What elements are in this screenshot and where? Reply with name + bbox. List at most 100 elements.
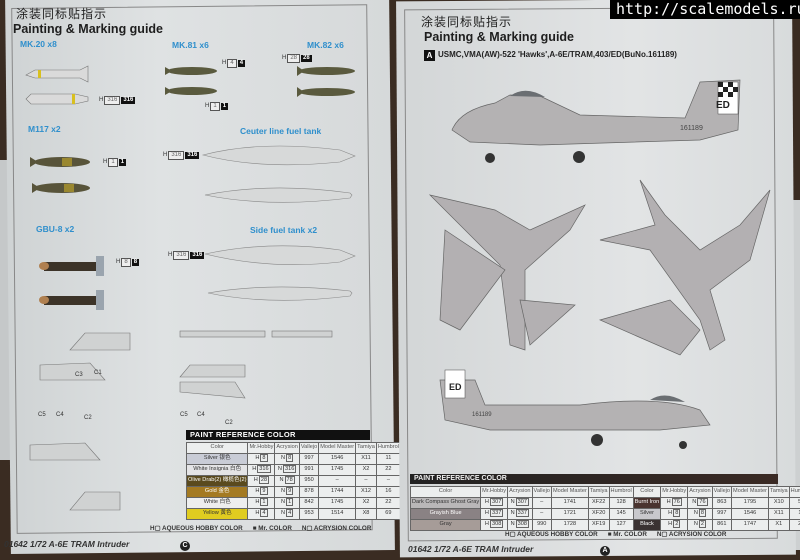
part-label: C4 [197, 412, 205, 418]
part-label: C1 [94, 370, 102, 376]
humbrol-value: 16 [375, 486, 401, 499]
col-header: Acrysion [274, 442, 300, 455]
col-header: Model Master [731, 485, 769, 498]
humbrol-value: 53 [788, 496, 800, 509]
page-letter: C [180, 541, 190, 551]
col-header: Color [185, 442, 249, 455]
mm-value: 1546 [731, 507, 769, 520]
vallejo-value: 861 [711, 518, 733, 531]
tamiya-value: X11 [767, 507, 790, 520]
humbrol-value: 145 [608, 507, 634, 520]
legend-acrysion: N▢ ACRYSION COLOR [301, 525, 372, 532]
tamiya-value: – [355, 475, 377, 488]
color-swatch: Silver 银色 [185, 453, 249, 466]
paint-table-title: PAINT REFERENCE COLOR [410, 474, 778, 484]
mm-value: 1514 [318, 508, 357, 521]
mm-value: 1728 [550, 518, 589, 531]
tail-code: ED [449, 382, 462, 392]
col-header: Color [409, 485, 482, 498]
col-header: Model Master [550, 485, 589, 498]
col-header: Color [632, 485, 662, 498]
humbrol-value: 22 [375, 497, 401, 510]
mm-value: – [318, 475, 357, 488]
color-swatch: Olive Drab(2) 橄榄色(2) [185, 475, 249, 488]
vallejo-value: – [531, 496, 552, 509]
color-swatch: White Insignia 白色 [185, 464, 249, 477]
mk20-bomb-drawing [25, 65, 89, 105]
humbrol-value: 11 [375, 453, 401, 466]
col-header: Tamiya [767, 485, 790, 498]
tamiya-value: X8 [355, 508, 377, 521]
tamiya-value: X10 [767, 496, 790, 509]
section-mk81: MK.81 x6 [172, 40, 209, 50]
vallejo-value: 842 [298, 497, 320, 510]
page-title-cn: 涂装同标贴指示 [421, 15, 513, 29]
mm-value: 1721 [550, 507, 589, 520]
page-letter: A [600, 546, 610, 556]
marking-description: USMC,VMA(AW)-522 'Hawks',A-6E/TRAM,403/E… [438, 50, 677, 60]
paint-legend: H▢ AQUEOUS HOBBY COLOR ■ Mr. COLOR N▢ AC… [150, 525, 372, 533]
humbrol-value: 21 [788, 518, 800, 531]
page-footer: 01642 1/72 A-6E TRAM Intruder [4, 539, 130, 549]
mm-value: 1546 [318, 453, 357, 466]
tail-code: ED [716, 100, 730, 111]
col-header: Vallejo [531, 485, 552, 498]
vallejo-value: 991 [298, 464, 320, 477]
col-header: Humbrol [608, 485, 634, 498]
col-header: Acrysion [507, 485, 533, 498]
humbrol-value: 22 [375, 464, 401, 477]
humbrol-value: 127 [608, 518, 634, 531]
watermark: http://scalemodels.ru [610, 0, 800, 19]
col-header: Acrysion [687, 485, 713, 498]
section-mk82: MK.82 x6 [307, 40, 344, 50]
color-swatch: Burnt Iron [632, 496, 662, 509]
m117-bomb-drawing [30, 157, 90, 193]
vallejo-value: 950 [298, 475, 320, 488]
col-header: Mr.Hobby [247, 442, 276, 455]
mm-value: 1745 [318, 464, 357, 477]
vallejo-value: 997 [711, 507, 733, 520]
mk81-bomb-drawing [165, 67, 217, 95]
page-title-cn: 涂装同标贴指示 [16, 7, 108, 21]
part-label: C2 [225, 420, 233, 426]
color-swatch: Gold 金色 [185, 486, 249, 499]
section-m117: M117 x2 [28, 124, 61, 134]
fuel-tank-drawings [201, 145, 356, 301]
part-label: C5 [38, 412, 46, 418]
humbrol-value: 69 [375, 508, 401, 521]
vallejo-value: 878 [298, 486, 320, 499]
page-footer: 01642 1/72 A-6E TRAM Intruder [408, 544, 534, 554]
section-center-tank: Ceuter line fuel tank [240, 126, 322, 136]
col-header: Model Master [318, 442, 357, 455]
vallejo-value: – [531, 507, 552, 520]
marking-option-header: A USMC,VMA(AW)-522 'Hawks',A-6E/TRAM,403… [424, 50, 677, 61]
col-header: Humbrol [788, 485, 800, 498]
tamiya-value: X2 [355, 497, 377, 510]
